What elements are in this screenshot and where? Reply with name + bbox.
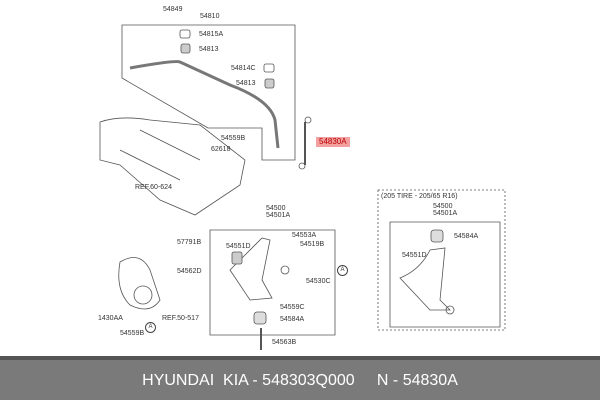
variant-inner-box — [389, 221, 501, 328]
link-lower-ball — [298, 162, 306, 170]
label-57791B: 57791B — [177, 239, 202, 246]
label-54551D: 54551D — [226, 243, 251, 250]
ball-joint-54530C — [280, 265, 290, 275]
label-54553A: 54553A — [292, 232, 317, 239]
circle-marker-a2: A — [145, 322, 156, 333]
stabilizer-bar — [129, 60, 280, 149]
part-number-caption: HYUNDAI KIA - 548303Q000 N - 54830A — [142, 372, 458, 389]
label-54530C: 54530C — [306, 278, 331, 285]
variant-label-54501A: 54501A — [433, 210, 458, 217]
label-54810: 54810 — [200, 13, 220, 20]
label-62618: 62618 — [211, 146, 231, 153]
label-54559B: 54559B — [221, 135, 246, 142]
knuckle — [118, 257, 161, 310]
label-54500: 54500 — [266, 205, 286, 212]
label-54501A: 54501A — [266, 212, 291, 219]
highlighted-part-54830A[interactable]: 54830A — [316, 137, 350, 147]
bushing-54813 — [180, 43, 191, 54]
label-54813: 54813 — [199, 46, 219, 53]
variant-box — [377, 189, 506, 331]
footer-bar: HYUNDAI KIA - 548303Q000 N - 54830A — [0, 356, 600, 400]
variant-bushing — [430, 229, 444, 243]
ref-50-517: REF.50-517 — [162, 315, 199, 322]
label-54584A: 54584A — [280, 316, 305, 323]
label-54849: 54849 — [163, 6, 183, 13]
stabilizer-group-box — [121, 24, 296, 161]
bracket-54814C — [263, 63, 275, 73]
hub — [133, 285, 153, 305]
ref-60-624: REF.60-624 — [135, 184, 172, 191]
label-54813b: 54813 — [236, 80, 256, 87]
label-54563B: 54563B — [272, 339, 297, 346]
variant-label-54500: 54500 — [433, 203, 453, 210]
variant-title: (205 TIRE - 205/65 R16) — [381, 193, 458, 200]
label-54559C: 54559C — [280, 304, 305, 311]
variant-label-54551D: 54551D — [402, 252, 427, 259]
lower-arm-box — [209, 229, 336, 336]
variant-lower-arm — [399, 247, 451, 311]
bushing-54584A — [253, 311, 267, 325]
subframe-detail — [119, 129, 201, 181]
bracket-54815A — [179, 29, 191, 39]
label-54519B: 54519B — [300, 241, 325, 248]
bushing-54813b — [264, 78, 275, 89]
variant-ball-joint — [445, 305, 455, 315]
subframe — [99, 117, 246, 216]
circle-marker-a: A — [337, 265, 348, 276]
link-upper-ball — [304, 116, 312, 124]
bushing-54551D — [231, 251, 243, 265]
label-54814C: 54814C — [231, 65, 256, 72]
label-54815A: 54815A — [199, 31, 224, 38]
label-1430AA: 1430AA — [98, 315, 123, 322]
variant-label-54584A: 54584A — [454, 233, 479, 240]
label-54562D: 54562D — [177, 268, 202, 275]
label-54559B-2: 54559B — [120, 330, 145, 337]
